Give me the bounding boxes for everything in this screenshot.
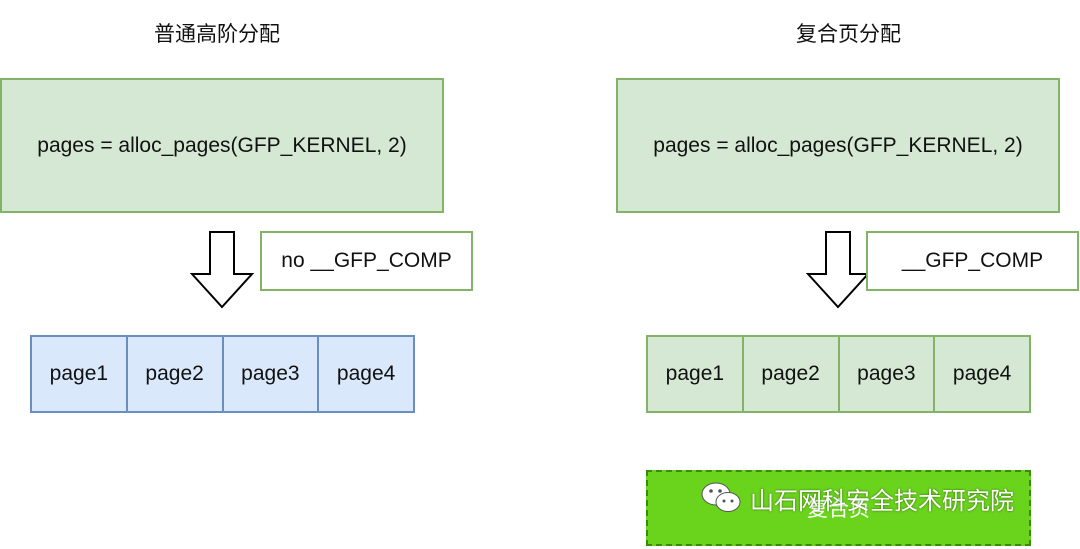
wechat-icon: [701, 482, 741, 512]
normal-page-1: page1: [30, 335, 128, 413]
watermark-text: 山石网科安全技术研究院: [750, 487, 1014, 515]
compound-page-3: page3: [839, 335, 936, 413]
normal-page-2: page2: [127, 335, 224, 413]
normal-alloc-arrow-icon: [190, 231, 255, 309]
normal-alloc-title: 普通高阶分配: [154, 23, 280, 46]
normal-page-3: page3: [223, 335, 320, 413]
no-gfp-comp-flag-box: no __GFP_COMP: [260, 231, 473, 291]
compound-alloc-code-box: pages = alloc_pages(GFP_KERNEL, 2): [616, 78, 1060, 213]
compound-page-label: 复合页: [807, 498, 870, 521]
no-gfp-comp-flag-text: no __GFP_COMP: [281, 249, 452, 272]
normal-page-4: page4: [319, 335, 415, 413]
compound-page-box: 复合页: [646, 470, 1031, 546]
gfp-comp-flag-text: __GFP_COMP: [901, 249, 1044, 272]
compound-page-2: page2: [743, 335, 840, 413]
compound-alloc-code-text: pages = alloc_pages(GFP_KERNEL, 2): [653, 133, 1023, 157]
watermark: 山石网科安全技术研究院: [700, 480, 1014, 516]
compound-alloc-title: 复合页分配: [796, 23, 901, 46]
compound-pages-row: page1 page2 page3 page4: [646, 335, 1031, 413]
compound-alloc-arrow-icon: [806, 231, 871, 309]
compound-page-4: page4: [935, 335, 1031, 413]
normal-pages-row: page1 page2 page3 page4: [30, 335, 415, 413]
normal-alloc-code-box: pages = alloc_pages(GFP_KERNEL, 2): [0, 78, 444, 213]
gfp-comp-flag-box: __GFP_COMP: [866, 231, 1079, 291]
normal-alloc-code-text: pages = alloc_pages(GFP_KERNEL, 2): [37, 133, 407, 157]
compound-page-1: page1: [646, 335, 744, 413]
